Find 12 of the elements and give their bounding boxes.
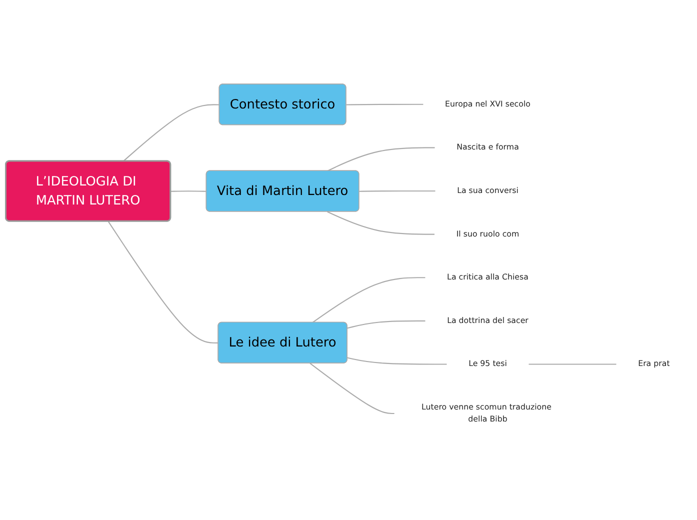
- connector: [312, 277, 426, 323]
- connector: [359, 190, 436, 192]
- connector: [528, 364, 617, 365]
- connector: [347, 320, 426, 329]
- connector: [347, 357, 448, 365]
- connector: [108, 221, 218, 344]
- connector: [327, 211, 435, 235]
- connector: [310, 362, 395, 414]
- connector: [170, 190, 207, 192]
- connector: [122, 104, 220, 162]
- connector: [346, 104, 424, 106]
- connector: [327, 147, 436, 172]
